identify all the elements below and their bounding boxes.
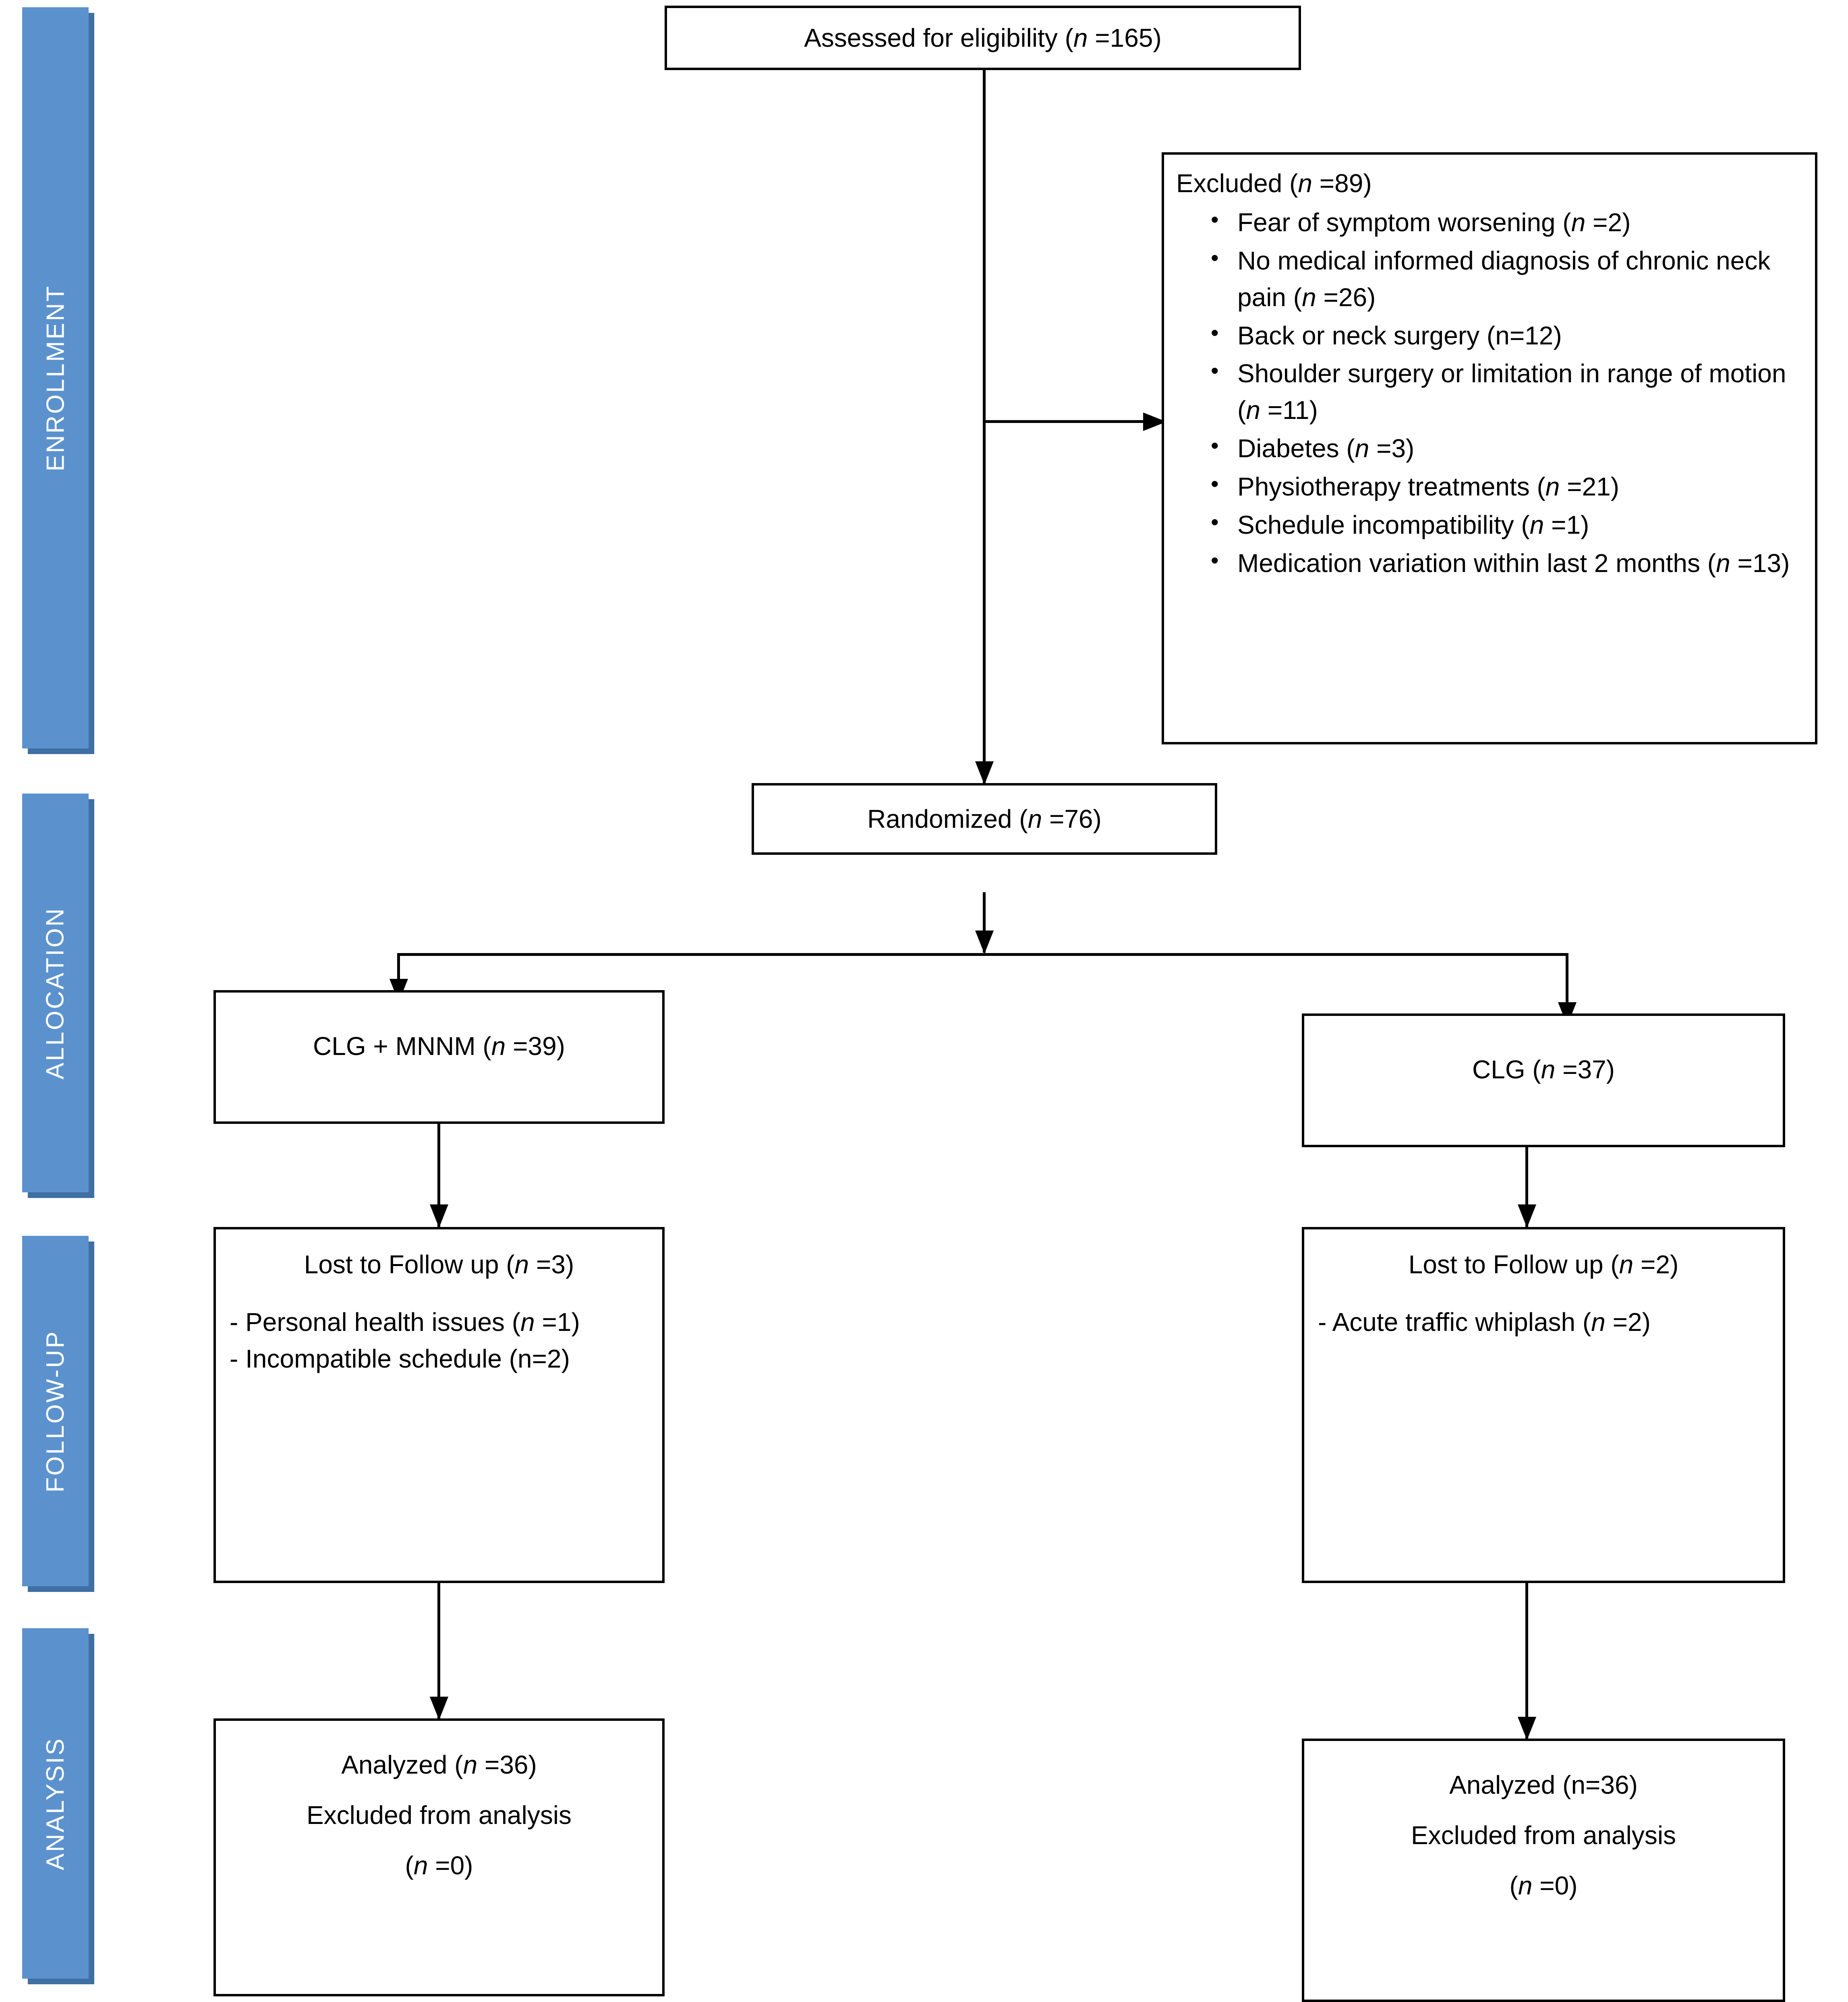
box-assessed-for-eligibility: Assessed for eligibility (n =165) bbox=[665, 6, 1301, 70]
analysis-left-excluded-label: Excluded from analysis bbox=[306, 1800, 572, 1830]
connector-assessed-to-randomized bbox=[983, 32, 986, 784]
followup-right-n-symbol: n bbox=[1619, 1250, 1634, 1279]
stage-bar-analysis: ANALYSIS bbox=[22, 1628, 89, 1979]
reason-n-symbol: n bbox=[1716, 548, 1730, 578]
reason-n-symbol: n bbox=[1545, 472, 1560, 501]
excluded-reason-item: Diabetes (n =3) bbox=[1211, 429, 1803, 467]
followup-right-reason: - Acute traffic whiplash (n =2) bbox=[1318, 1307, 1651, 1337]
stage-label-followup: FOLLOW-UP bbox=[41, 1330, 69, 1492]
analysis-left-analyzed: Analyzed (n =36) bbox=[341, 1750, 537, 1779]
excluded-reason-item: Fear of symptom worsening (n =2) bbox=[1211, 203, 1803, 241]
allocation-right-text: CLG (n =37) bbox=[1472, 1055, 1615, 1084]
connector-followup-right-to-analysis bbox=[1525, 1583, 1528, 1740]
analysis-left-n-symbol: n bbox=[463, 1750, 478, 1779]
allocation-right-n-symbol: n bbox=[1541, 1055, 1556, 1084]
box-allocation-left: CLG + MNNM (n =39) bbox=[213, 990, 665, 1124]
arrowhead-followup-right bbox=[1518, 1204, 1536, 1228]
box-followup-right: Lost to Follow up (n =2) - Acute traffic… bbox=[1302, 1227, 1785, 1583]
box-analysis-right: Analyzed (n=36) Excluded from analysis (… bbox=[1302, 1739, 1785, 2002]
followup-left-heading: Lost to Follow up (n =3) bbox=[304, 1250, 574, 1279]
assessed-n-symbol: n bbox=[1073, 23, 1088, 52]
allocation-left-n-symbol: n bbox=[491, 1032, 506, 1061]
arrowhead-split-bus bbox=[975, 931, 994, 954]
reason-n-symbol: n bbox=[1571, 207, 1586, 237]
connector-to-excluded bbox=[983, 420, 1160, 423]
stage-label-analysis: ANALYSIS bbox=[41, 1737, 69, 1870]
stage-label-allocation: ALLOCATION bbox=[41, 906, 70, 1080]
analysis-left-excluded-count: (n =0) bbox=[405, 1851, 473, 1880]
connector-alloc-left-to-followup bbox=[437, 1124, 440, 1227]
arrowhead-analysis-right bbox=[1518, 1717, 1536, 1740]
excluded-count-n-symbol: n bbox=[413, 1851, 428, 1880]
stage-bar-followup: FOLLOW-UP bbox=[22, 1236, 89, 1586]
connector-bus-to-alloc-left bbox=[397, 953, 400, 997]
excluded-n-symbol: n bbox=[1298, 169, 1312, 198]
excluded-reason-item: Back or neck surgery (n=12) bbox=[1211, 317, 1803, 354]
followup-left-reason: - Incompatible schedule (n=2) bbox=[230, 1344, 570, 1373]
arrowhead-followup-left bbox=[430, 1204, 448, 1228]
box-allocation-right: CLG (n =37) bbox=[1302, 1013, 1785, 1147]
reason-n-symbol: n bbox=[520, 1307, 535, 1337]
excluded-reason-item: Shoulder surgery or limitation in range … bbox=[1211, 354, 1803, 429]
stage-bar-allocation: ALLOCATION bbox=[22, 794, 89, 1192]
followup-left-reason: - Personal health issues (n =1) bbox=[230, 1307, 580, 1337]
analysis-right-excluded-label: Excluded from analysis bbox=[1411, 1820, 1676, 1850]
excluded-reason-list: Fear of symptom worsening (n =2) No medi… bbox=[1176, 203, 1803, 582]
excluded-reason-item: No medical informed diagnosis of chronic… bbox=[1211, 242, 1803, 316]
arrowhead-analysis-left bbox=[430, 1697, 448, 1720]
reason-n-symbol: n bbox=[1302, 282, 1316, 312]
reason-n-symbol: n bbox=[1529, 510, 1544, 539]
allocation-left-text: CLG + MNNM (n =39) bbox=[313, 1032, 565, 1061]
reason-n-symbol: n bbox=[1591, 1307, 1606, 1337]
assessed-text: Assessed for eligibility (n =165) bbox=[804, 23, 1162, 52]
stage-bar-enrollment: ENROLLMENT bbox=[22, 7, 89, 748]
followup-left-n-symbol: n bbox=[514, 1250, 529, 1279]
box-followup-left: Lost to Follow up (n =3) - Personal heal… bbox=[213, 1227, 665, 1583]
stage-label-enrollment: ENROLLMENT bbox=[41, 284, 69, 471]
randomized-text: Randomized (n =76) bbox=[867, 804, 1102, 833]
excluded-reason-item: Medication variation within last 2 month… bbox=[1211, 544, 1803, 582]
arrowhead-randomized bbox=[975, 761, 994, 785]
analysis-right-analyzed: Analyzed (n=36) bbox=[1449, 1770, 1638, 1799]
connector-followup-left-to-analysis bbox=[437, 1583, 440, 1720]
box-randomized: Randomized (n =76) bbox=[752, 783, 1217, 855]
reason-n-symbol: n bbox=[1246, 396, 1260, 425]
connector-alloc-right-to-followup bbox=[1525, 1147, 1528, 1228]
excluded-heading: Excluded (n =89) bbox=[1176, 169, 1372, 198]
excluded-reason-item: Schedule incompatibility (n =1) bbox=[1211, 506, 1803, 543]
excluded-reason-item: Physiotherapy treatments (n =21) bbox=[1211, 468, 1803, 505]
box-excluded: Excluded (n =89) Fear of symptom worseni… bbox=[1162, 152, 1817, 744]
followup-right-heading: Lost to Follow up (n =2) bbox=[1408, 1250, 1679, 1279]
box-analysis-left: Analyzed (n =36) Excluded from analysis … bbox=[213, 1718, 665, 1996]
connector-split-bus bbox=[397, 953, 1568, 956]
randomized-n-symbol: n bbox=[1028, 804, 1042, 833]
connector-randomized-down bbox=[983, 892, 986, 953]
analysis-right-excluded-count: (n =0) bbox=[1509, 1871, 1578, 1900]
reason-n-symbol: n bbox=[1355, 434, 1369, 463]
excluded-count-n-symbol: n bbox=[1518, 1871, 1533, 1900]
connector-bus-to-alloc-right bbox=[1566, 953, 1568, 1022]
